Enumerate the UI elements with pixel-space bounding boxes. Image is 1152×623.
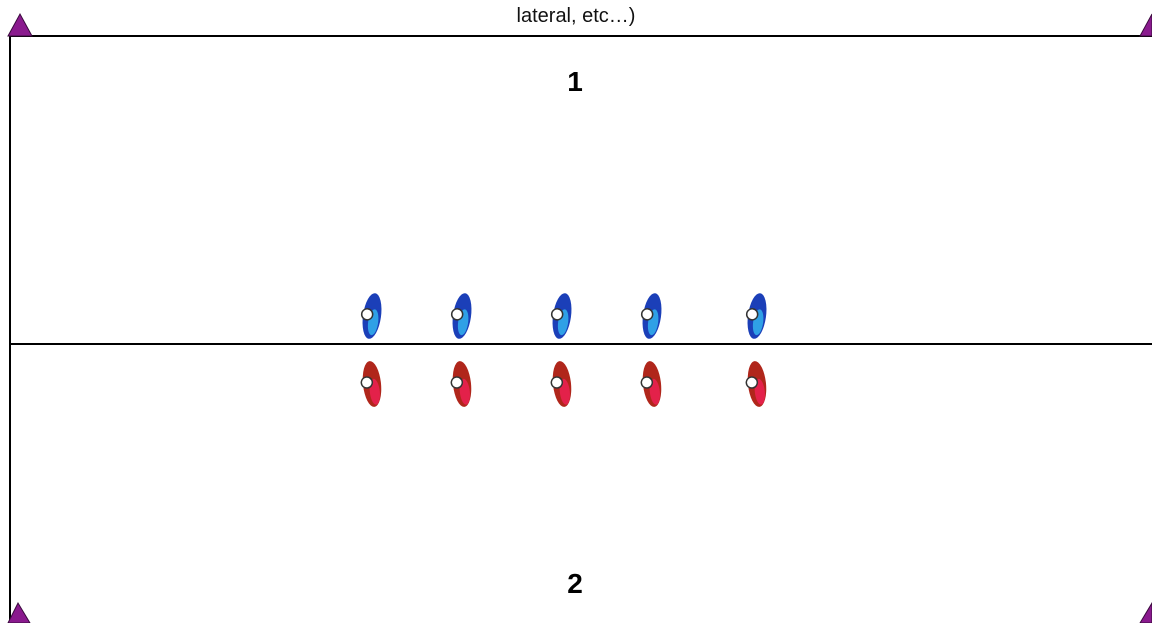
cone-icon-top-left xyxy=(7,12,33,37)
players-layer xyxy=(360,293,767,407)
cone-icon-bottom-right xyxy=(1139,602,1152,623)
caption-text: lateral, etc…) xyxy=(516,5,636,27)
red-player-icon xyxy=(450,361,472,407)
red-player-icon xyxy=(745,361,767,407)
zone-label-1: 1 xyxy=(567,66,583,97)
red-player-icon xyxy=(360,361,382,407)
blue-player-icon xyxy=(450,293,472,339)
blue-player-icon xyxy=(745,293,767,339)
blue-player-icon xyxy=(550,293,572,339)
cone-icon-top-right xyxy=(1139,13,1152,37)
red-player-icon xyxy=(640,361,662,407)
blue-player-icon xyxy=(360,293,382,339)
blue-player-icon xyxy=(640,293,662,339)
cone-icon-bottom-left xyxy=(7,601,31,623)
red-player-icon xyxy=(550,361,572,407)
zone-label-2: 2 xyxy=(567,568,583,599)
